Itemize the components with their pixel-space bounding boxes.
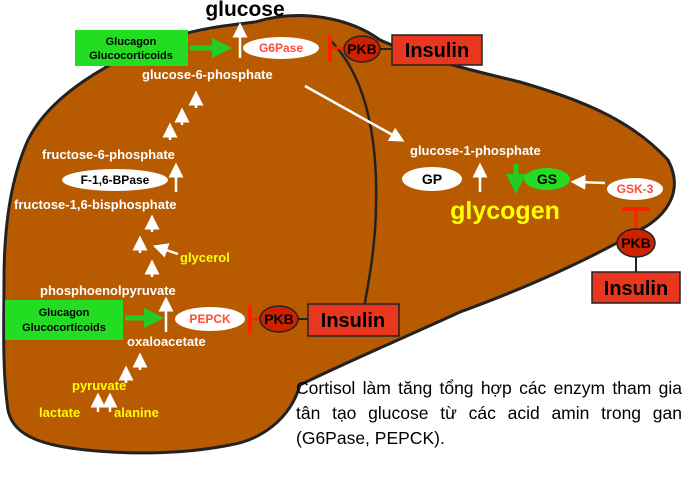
pkb-top-label: PKB [347,41,377,57]
pepck-label: PEPCK [189,312,231,326]
arrow-glycerol [152,243,179,258]
g6p-label: glucose-6-phosphate [142,67,273,82]
gsk3-label: GSK-3 [617,182,654,196]
arrow-g6p-to-g1p [304,84,405,142]
glucocorticoids-label-top: Glucocorticoids [89,50,173,62]
insulin-box-bottom [307,303,400,337]
hormone-box-bottom [5,300,123,340]
glucose-title: glucose [205,0,284,21]
alanine-label: alanine [114,405,159,420]
gs-label: GS [537,171,557,187]
glycerol-label: glycerol [180,250,230,265]
pyruvate-label: pyruvate [72,378,126,393]
pkb-bottom-label: PKB [264,311,294,327]
insulin-box-top [391,34,483,66]
caption-text: Cortisol làm tăng tổng hợp các enzym tha… [296,378,682,448]
arrow-gsk3-to-gs [570,174,606,190]
pkb-right-label: PKB [621,235,651,251]
gs-ellipse [524,168,570,190]
g6pase-label: G6Pase [259,41,303,55]
f6p-label: fructose-6-phosphate [42,147,175,162]
glucocorticoids-label-bottom: Glucocorticoids [22,322,106,334]
fbpase-ellipse [62,169,168,191]
gp-ellipse [402,167,462,191]
glucagon-label-top: Glucagon [106,36,157,48]
gsk3-ellipse [607,178,663,200]
fbpase-label: F-1,6-BPase [81,173,150,187]
oaa-label: oxaloacetate [127,334,206,349]
g1p-label: glucose-1-phosphate [410,143,541,158]
lobe-divider [329,39,378,331]
glucagon-label-bottom: Glucagon [39,307,90,319]
pep-label: phosphoenolpyruvate [40,283,176,298]
lactate-label: lactate [39,405,80,420]
insulin-label-right: Insulin [604,278,668,300]
fbp-label: fructose-1,6-bisphosphate [14,197,177,212]
insulin-label-bottom: Insulin [321,310,385,332]
hormone-box-top [75,30,188,66]
gp-label: GP [422,171,442,187]
pepck-ellipse [175,307,245,331]
glycogen-label: glycogen [450,197,560,225]
g6pase-ellipse [243,37,319,59]
insulin-box-right [591,271,681,304]
insulin-label-top: Insulin [405,40,469,62]
